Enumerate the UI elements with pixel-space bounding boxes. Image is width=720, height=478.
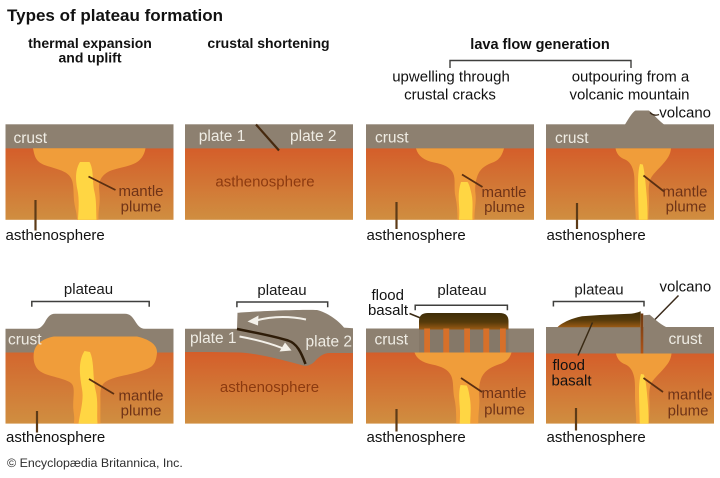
svg-text:volcano: volcano: [659, 105, 711, 122]
svg-text:© Encyclopædia Britannica, Inc: © Encyclopædia Britannica, Inc.: [7, 456, 183, 470]
svg-text:crust: crust: [8, 332, 42, 349]
svg-text:crust: crust: [669, 331, 703, 348]
svg-text:asthenosphere: asthenosphere: [215, 174, 314, 191]
svg-text:plume: plume: [666, 199, 707, 216]
svg-text:volcanic mountain: volcanic mountain: [569, 87, 689, 104]
svg-text:Types of plateau formation: Types of plateau formation: [7, 6, 223, 25]
svg-text:asthenosphere: asthenosphere: [367, 227, 466, 244]
svg-text:asthenosphere: asthenosphere: [367, 429, 466, 446]
svg-text:outpouring from a: outpouring from a: [572, 69, 690, 86]
svg-text:mantle: mantle: [118, 183, 163, 200]
svg-text:crust: crust: [375, 332, 409, 349]
svg-text:upwelling through: upwelling through: [392, 69, 510, 86]
svg-text:asthenosphere: asthenosphere: [547, 429, 646, 446]
svg-text:plume: plume: [484, 402, 525, 419]
svg-text:asthenosphere: asthenosphere: [220, 379, 319, 396]
svg-text:crust: crust: [14, 130, 48, 147]
svg-text:plateau: plateau: [257, 282, 306, 299]
svg-text:volcano: volcano: [660, 279, 712, 296]
svg-text:plateau: plateau: [64, 281, 113, 298]
svg-text:plume: plume: [121, 403, 162, 420]
svg-text:crust: crust: [375, 130, 409, 147]
svg-text:crustal shortening: crustal shortening: [207, 35, 329, 51]
svg-text:flood: flood: [371, 287, 404, 304]
svg-text:plate 1: plate 1: [199, 128, 246, 145]
svg-text:plume: plume: [484, 199, 525, 216]
svg-text:asthenosphere: asthenosphere: [6, 227, 105, 244]
svg-text:crustal cracks: crustal cracks: [404, 87, 496, 104]
svg-text:mantle: mantle: [667, 387, 712, 404]
svg-text:crust: crust: [555, 130, 589, 147]
svg-text:mantle: mantle: [662, 184, 707, 201]
svg-text:basalt: basalt: [552, 372, 593, 389]
svg-text:flood: flood: [553, 357, 586, 374]
svg-text:thermal expansion: thermal expansion: [28, 35, 152, 51]
svg-text:plateau: plateau: [574, 282, 623, 299]
svg-text:lava flow generation: lava flow generation: [470, 37, 609, 53]
svg-text:mantle: mantle: [481, 385, 526, 402]
svg-text:plate 2: plate 2: [306, 334, 353, 351]
svg-text:mantle: mantle: [481, 184, 526, 201]
svg-text:asthenosphere: asthenosphere: [6, 429, 105, 446]
svg-text:and uplift: and uplift: [59, 50, 122, 66]
svg-text:basalt: basalt: [368, 302, 409, 319]
svg-text:plume: plume: [121, 199, 162, 216]
svg-text:plate 1: plate 1: [190, 330, 237, 347]
svg-text:plateau: plateau: [437, 282, 486, 299]
svg-text:mantle: mantle: [118, 388, 163, 405]
svg-text:asthenosphere: asthenosphere: [547, 227, 646, 244]
svg-text:plate 2: plate 2: [290, 128, 337, 145]
svg-text:plume: plume: [668, 403, 709, 420]
